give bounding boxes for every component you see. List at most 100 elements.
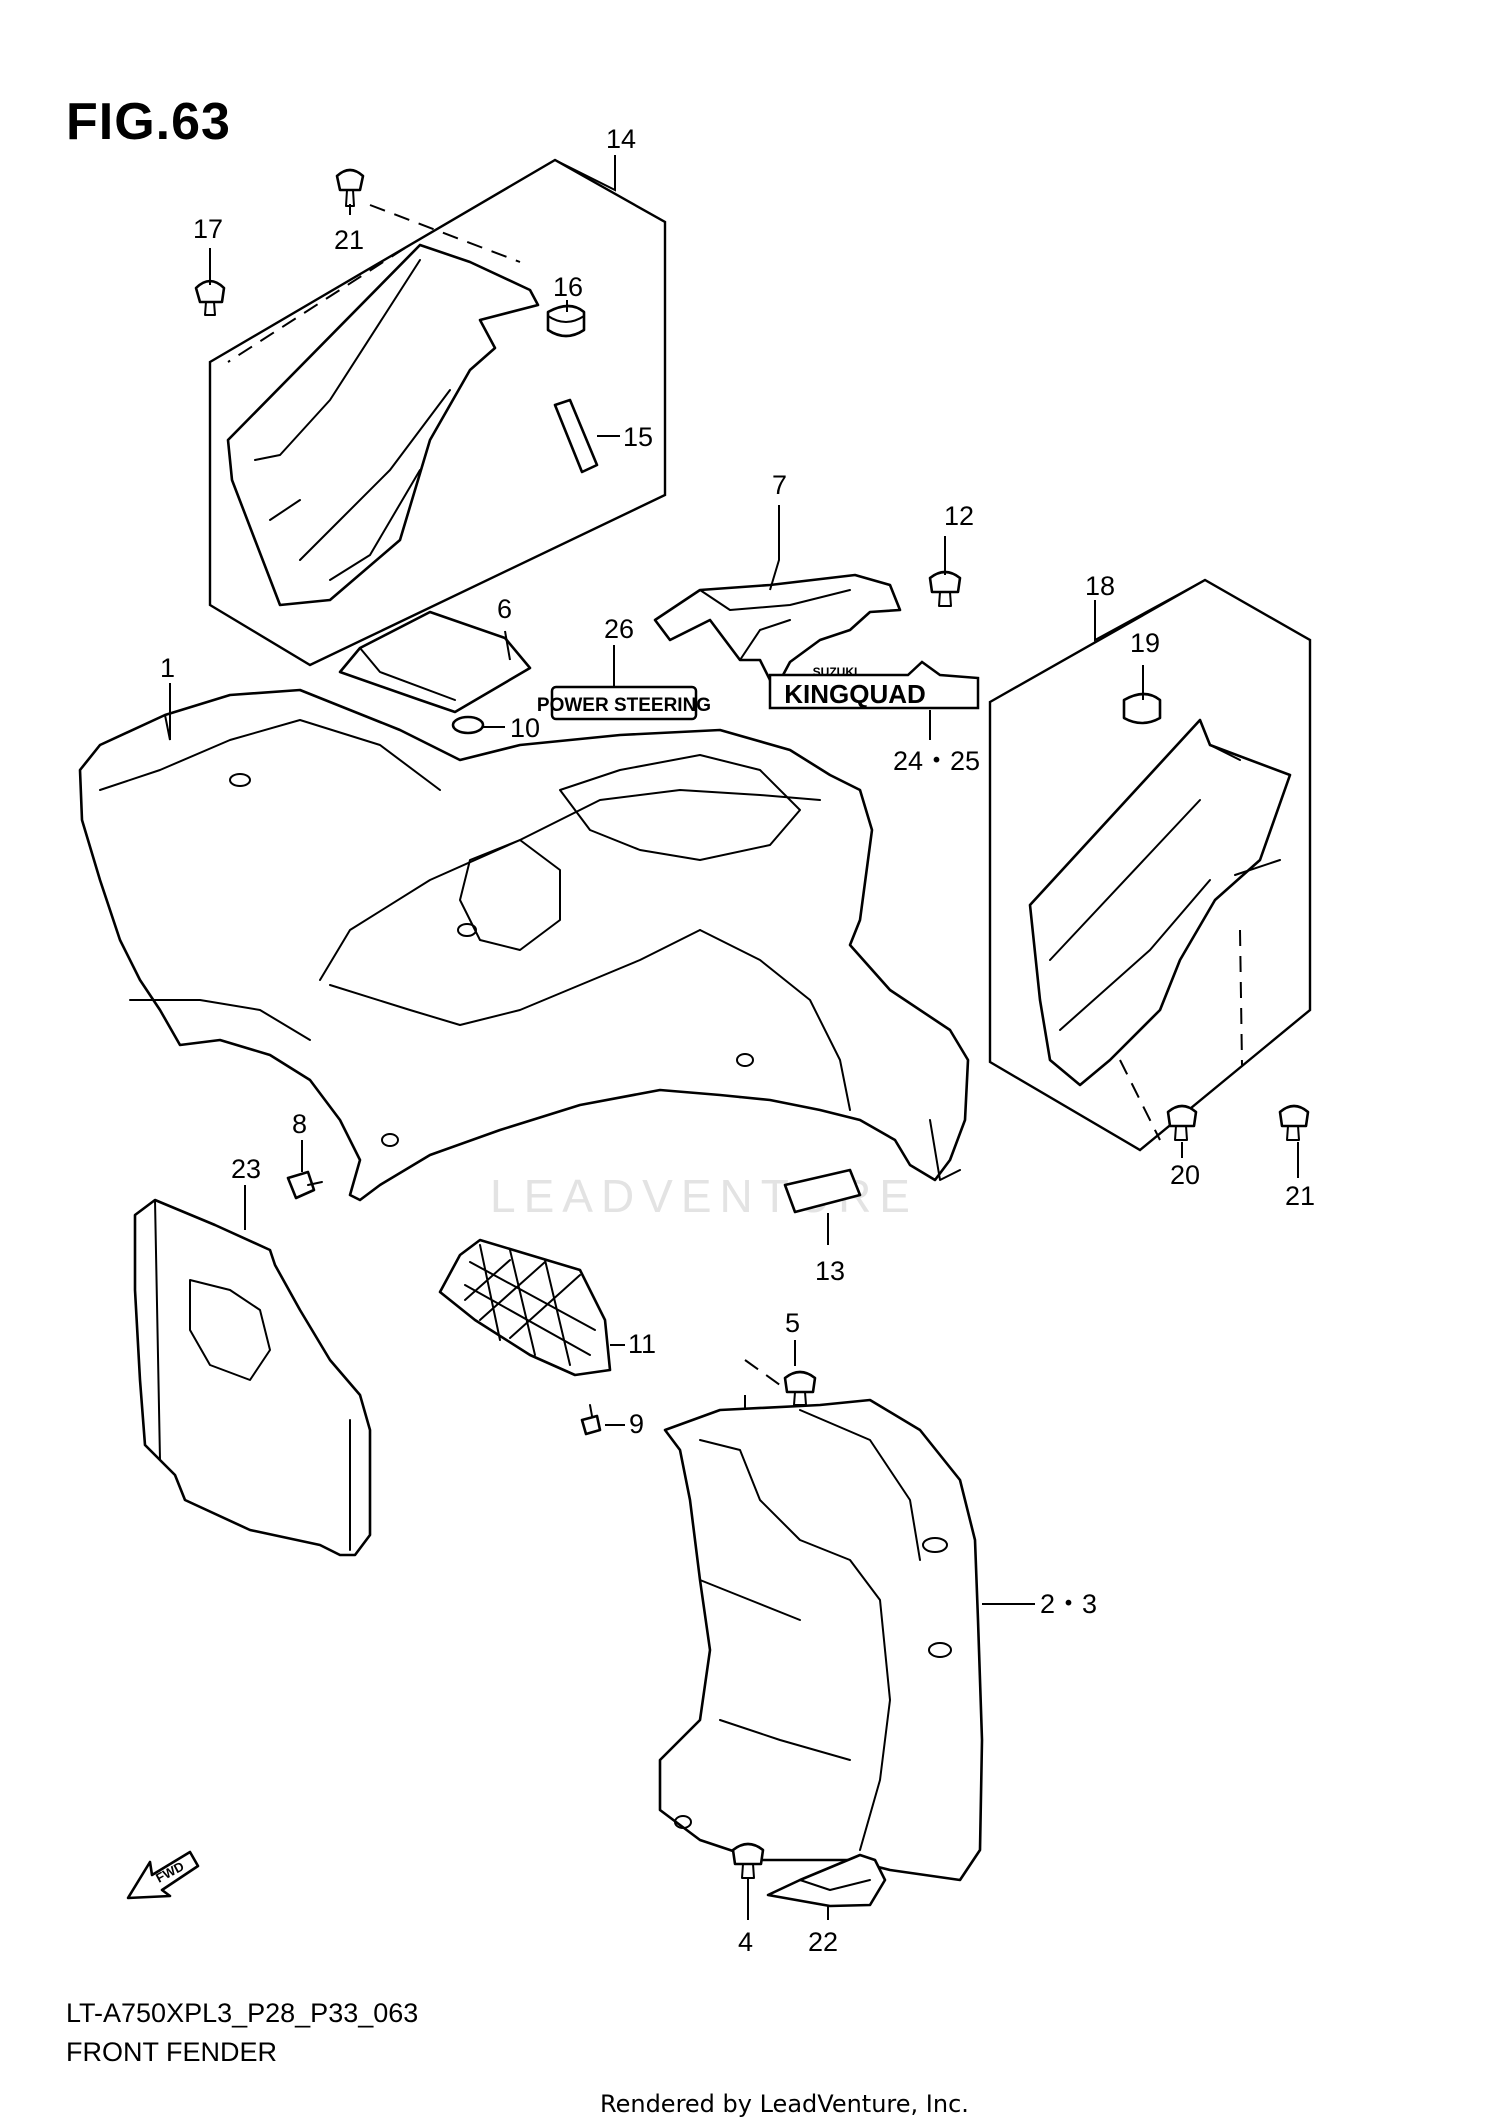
front-fender-hole-3: [381, 1133, 399, 1147]
part-14-inner-panel-left-group[interactable]: [208, 158, 667, 667]
part-20-clip[interactable]: [1166, 1104, 1198, 1141]
part-22-guard-strip[interactable]: [766, 1853, 887, 1908]
part-21-clip-right[interactable]: [1278, 1104, 1310, 1141]
callout-2-3: 2・3: [1040, 1589, 1097, 1619]
grille-11-mesh: [464, 1244, 596, 1366]
callout-21-top: 21: [334, 225, 364, 255]
mud-guard-detail: [699, 1409, 921, 1851]
front-fender-detail-2: [329, 929, 701, 1026]
callout-5: 5: [785, 1308, 800, 1338]
fwd-arrow-icon: [126, 1850, 200, 1900]
front-fender-detail-1: [99, 719, 821, 981]
mud-guard-hole-2: [928, 1642, 952, 1658]
callout-1: 1: [160, 653, 175, 683]
part-19-grommet[interactable]: [1122, 692, 1162, 725]
part-7-front-cover[interactable]: [653, 573, 902, 692]
part-14-shape[interactable]: [226, 243, 540, 607]
power-steering-decal-text: POWER STEERING: [537, 695, 711, 716]
leader-6: [504, 630, 511, 661]
part-16-grommet[interactable]: [546, 304, 586, 338]
part-13-pad[interactable]: [783, 1168, 862, 1214]
part-10-grommet[interactable]: [451, 715, 485, 735]
kingquad-decal-text: KINGQUAD: [784, 679, 926, 709]
leader-7: [769, 505, 780, 591]
under-panel-23-detail: [154, 1199, 351, 1551]
clip-21-stem: [345, 189, 355, 207]
lid-6-shape: [338, 610, 532, 714]
callout-21-right: 21: [1285, 1181, 1315, 1211]
clip-17-head: [194, 279, 226, 304]
decal-24-25-kingquad[interactable]: SUZUKI KINGQUAD: [768, 660, 980, 710]
callout-12: 12: [944, 501, 974, 531]
clip-17-stem: [204, 301, 216, 316]
guard-strip-22-shape: [766, 1853, 887, 1908]
callout-6: 6: [497, 594, 512, 624]
pad-15-shape: [553, 398, 599, 474]
screw-9-shank: [589, 1404, 593, 1417]
mud-guard-shape: [658, 1398, 984, 1882]
callout-22: 22: [808, 1927, 838, 1957]
clip-20-stem: [1174, 1125, 1188, 1141]
leader-18: [1094, 579, 1206, 642]
part-21-clip-top[interactable]: [335, 168, 365, 207]
figure-title: FIG.63: [66, 93, 231, 151]
bolt-4-stem: [741, 1863, 755, 1879]
callout-10: 10: [510, 713, 540, 743]
part-1-front-fender[interactable]: [78, 688, 970, 1202]
callout-11: 11: [628, 1329, 656, 1359]
leader-14: [554, 155, 616, 192]
part-15-pad[interactable]: [553, 398, 599, 474]
part-5-clip[interactable]: [744, 1359, 817, 1406]
part-18-detail: [1049, 744, 1281, 1031]
front-cover-shape: [653, 573, 902, 692]
part-8-bolt[interactable]: [286, 1170, 323, 1200]
callout-labels: 14 21 17 16 15 7 12 18 6 26 19 1 10 24・2…: [160, 124, 1315, 1957]
mud-guard-hole-3: [674, 1815, 692, 1829]
clip-5-head: [783, 1370, 817, 1394]
front-fender-tab: [929, 1119, 961, 1181]
part-2-3-mud-guard[interactable]: [658, 1395, 984, 1882]
callout-18: 18: [1085, 571, 1115, 601]
guard-strip-22-detail: [799, 1879, 871, 1891]
part-14-detail: [254, 259, 451, 581]
part-6-lid[interactable]: [338, 610, 532, 714]
suzuki-decal-text: SUZUKI: [813, 665, 858, 679]
part-4-bolt[interactable]: [731, 1842, 765, 1879]
clip-20-head: [1166, 1104, 1198, 1128]
callout-26: 26: [604, 614, 634, 644]
screw-9-head: [580, 1414, 602, 1436]
part-9-screw[interactable]: [580, 1404, 602, 1436]
front-fender-detail-3: [699, 929, 851, 1111]
part-18-inner-panel-right-group[interactable]: [988, 578, 1312, 1152]
model-code: LT-A750XPL3_P28_P33_063: [66, 1998, 419, 2028]
front-fender-hole-4: [736, 1053, 754, 1067]
clip-5-stem: [793, 1391, 807, 1406]
callout-4: 4: [738, 1927, 753, 1957]
front-fender-detail-4: [129, 999, 311, 1041]
decal-26-power-steering[interactable]: POWER STEERING: [537, 685, 711, 721]
part-17-clip[interactable]: [194, 279, 226, 316]
callout-15: 15: [623, 422, 653, 452]
dash-line-20: [1119, 1059, 1161, 1141]
pad-13-shape: [783, 1168, 862, 1214]
front-fender-top-opening: [559, 754, 801, 861]
callout-14: 14: [606, 124, 636, 154]
front-fender-shape: [78, 688, 970, 1202]
part-18-shape: [1028, 718, 1292, 1087]
front-fender-hole-1: [229, 773, 251, 787]
callout-20: 20: [1170, 1160, 1200, 1190]
bolt-8-shank: [307, 1181, 323, 1186]
part-11-grille[interactable]: [438, 1238, 612, 1377]
callout-7: 7: [772, 470, 787, 500]
callout-8: 8: [292, 1109, 307, 1139]
clip-21b-head: [1278, 1104, 1310, 1128]
grommet-19-shape: [1122, 692, 1162, 725]
bolt-8-head: [286, 1170, 316, 1200]
front-cover-detail: [699, 589, 851, 661]
mud-guard-hole-1: [922, 1537, 948, 1553]
part-23-under-panel[interactable]: [133, 1198, 372, 1557]
part-12-clip[interactable]: [928, 570, 962, 607]
bolt-4-head: [731, 1842, 765, 1866]
